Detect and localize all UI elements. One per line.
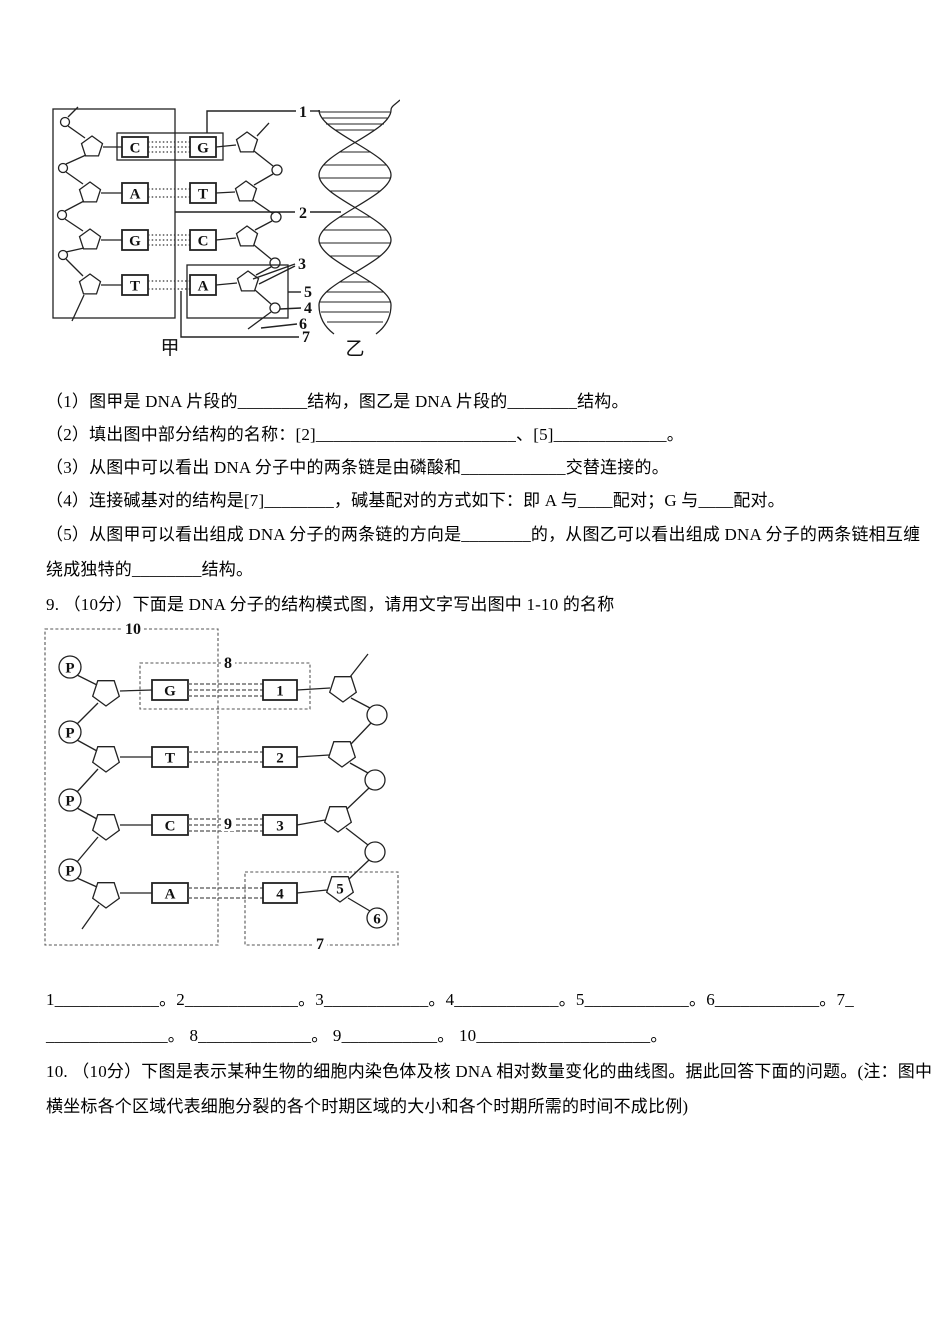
- callout-7: 7: [302, 329, 310, 346]
- number-box-label: 3: [276, 819, 284, 835]
- deoxyribose-pentagon: [78, 273, 102, 295]
- figure2-callouts: 10 8 9 7: [123, 621, 327, 953]
- callout-3: 3: [298, 256, 306, 273]
- left-strand: [58, 655, 153, 930]
- deoxyribose-pentagon: [78, 228, 102, 250]
- deoxyribose-pentagon: [91, 814, 121, 841]
- phosphate-circle: [269, 257, 281, 269]
- q10-stem-line1: 10. （10分）下图是表示某种生物的细胞内染色体及核 DNA 相对数量变化的曲…: [46, 1062, 933, 1081]
- base-letter: C: [130, 141, 141, 157]
- left-strand: [56, 106, 122, 322]
- phosphate-circle: [59, 116, 71, 128]
- figure-dna-flat-and-helix: C A G T G T C A: [52, 99, 400, 360]
- callout-8: 8: [224, 655, 232, 672]
- p-label: P: [65, 661, 74, 677]
- phosphate-circle: [270, 211, 282, 223]
- phosphate-circle-6: [366, 907, 388, 929]
- deoxyribose-pentagon: [327, 741, 357, 768]
- left-base-boxes: G T C A: [151, 679, 189, 904]
- phosphate-circle: [269, 302, 281, 314]
- q8-item-3: （3）从图中可以看出 DNA 分子中的两条链是由磷酸和____________交…: [46, 458, 669, 477]
- callout-2: 2: [299, 205, 307, 222]
- base-letter: G: [129, 234, 141, 250]
- figure1-frames: [52, 108, 289, 319]
- phosphate-circle: [58, 858, 82, 882]
- q8-item-2: （2）填出图中部分结构的名称：[2]______________________…: [46, 425, 684, 444]
- phosphate-circle: [364, 769, 386, 791]
- p-label: P: [65, 726, 74, 742]
- number-box-label: 4: [276, 887, 284, 903]
- phosphate-circle: [56, 209, 68, 221]
- base-letter: C: [165, 819, 176, 835]
- deoxyribose-pentagon: [91, 680, 121, 707]
- base-letter: A: [165, 887, 176, 903]
- base-letter: T: [130, 279, 140, 295]
- callout-5: 5: [336, 882, 344, 898]
- q9-stem: 9. （10分）下面是 DNA 分子的结构模式图，请用文字写出图中 1-10 的…: [46, 595, 615, 614]
- left-base-boxes: C A G T: [121, 136, 149, 296]
- number-box-label: 1: [276, 684, 284, 700]
- deoxyribose-pentagon: [234, 180, 258, 202]
- q8-item-4: （4）连接碱基对的结构是[7]________，碱基配对的方式如下：即 A 与_…: [46, 491, 785, 510]
- callout-6: 6: [373, 912, 381, 928]
- callout-6: 6: [299, 316, 307, 333]
- left-strand-frame: [52, 108, 176, 319]
- number-boxes: 1 2 3 4: [262, 679, 298, 904]
- right-base-boxes: G T C A: [189, 136, 217, 296]
- deoxyribose-pentagon: [78, 181, 102, 203]
- q10-stem-line2: 横坐标各个区域代表细胞分裂的各个时期区域的大小和各个时期所需的时间不成比例): [46, 1097, 689, 1116]
- phosphate-circle: [58, 788, 82, 812]
- phosphate-circle: [58, 655, 82, 679]
- callout-10: 10: [125, 621, 141, 638]
- figure1-captions: 甲 乙: [160, 338, 364, 360]
- right-strand: [296, 653, 388, 929]
- deoxyribose-pentagon: [91, 746, 121, 773]
- hydrogen-bonds: [148, 141, 190, 290]
- p-label: P: [65, 794, 74, 810]
- right-strand: [215, 122, 283, 330]
- phosphate-circle: [364, 841, 386, 863]
- base-letter: A: [198, 279, 209, 295]
- figure1-callouts: 1 2 3 5 4 6 7: [175, 104, 341, 346]
- base-letter: G: [164, 684, 176, 700]
- figure-dna-model-q9: P P P P G T C A 1 2 3 4: [44, 621, 399, 953]
- deoxyribose-pentagon: [328, 676, 358, 703]
- base-letter: T: [165, 751, 175, 767]
- helix-rungs: [319, 111, 391, 323]
- base-letter: A: [130, 187, 141, 203]
- q9-answer-blanks-line2: ______________。 8_____________。 9_______…: [46, 1026, 668, 1045]
- callout-7: 7: [316, 936, 324, 953]
- deoxyribose-pentagon: [235, 131, 259, 153]
- phosphate-circle: [57, 249, 69, 261]
- phosphate-circle: [58, 720, 82, 744]
- hydrogen-bonds: [188, 683, 263, 899]
- callout-5: 5: [304, 284, 312, 301]
- q8-item-5-wrap: 绕成独特的________结构。: [46, 560, 254, 579]
- phosphate-circle: [271, 164, 283, 176]
- phosphate-letters: P P P P: [65, 661, 74, 880]
- deoxyribose-pentagon: [323, 806, 353, 833]
- deoxyribose-pentagon: [91, 882, 121, 909]
- q8-item-5: （5）从图甲可以看出组成 DNA 分子的两条链的方向是________的，从图乙…: [46, 525, 921, 544]
- callout-4: 4: [304, 300, 312, 317]
- base-letter: G: [197, 141, 209, 157]
- phosphate-circle: [366, 704, 388, 726]
- deoxyribose-pentagon-5: [325, 876, 355, 903]
- caption-yi: 乙: [345, 339, 364, 360]
- p-label: P: [65, 864, 74, 880]
- q9-answer-blanks-line1: 1____________。2_____________。3__________…: [46, 990, 854, 1009]
- callout-9: 9: [224, 816, 232, 833]
- deoxyribose-pentagon: [236, 270, 260, 292]
- deoxyribose-pentagon: [80, 135, 104, 157]
- base-letter: C: [198, 234, 209, 250]
- base-letter: T: [198, 187, 208, 203]
- phosphate-circle: [57, 162, 69, 174]
- deoxyribose-pentagon: [235, 225, 259, 247]
- number-box-label: 2: [276, 751, 284, 767]
- q8-item-1: （1）图甲是 DNA 片段的________结构，图乙是 DNA 片段的____…: [46, 392, 629, 411]
- caption-jia: 甲: [160, 338, 179, 359]
- callout-1: 1: [299, 104, 307, 121]
